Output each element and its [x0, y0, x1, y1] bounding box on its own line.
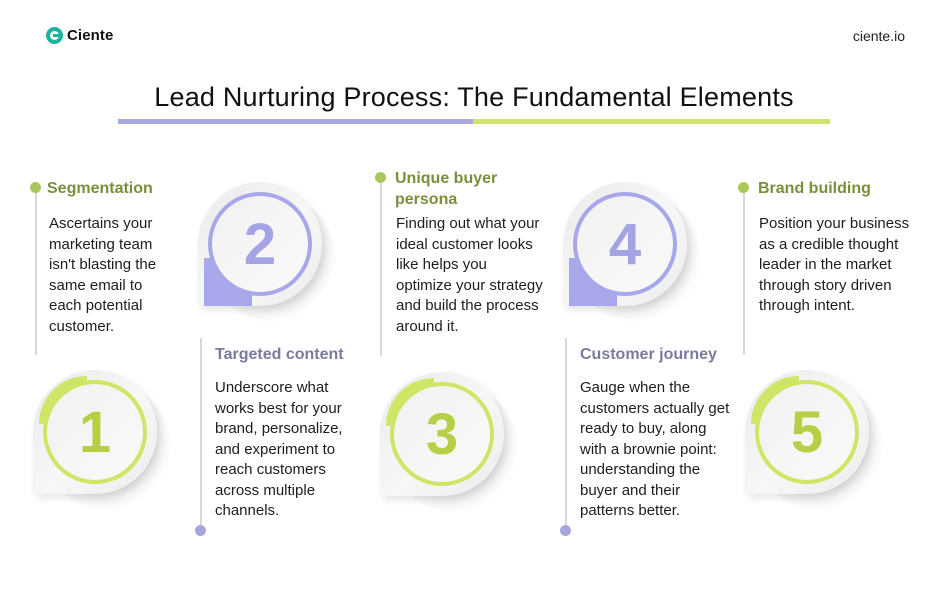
step-2-description: Underscore what works best for your bran… — [215, 379, 343, 519]
step-1-heading: Segmentation — [47, 180, 153, 197]
ciente-logo: Ciente — [46, 27, 113, 44]
step-5-connector-line — [743, 189, 745, 355]
step-4-dot-icon — [560, 525, 571, 536]
step-5-dot-icon — [738, 182, 749, 193]
site-url: ciente.io — [852, 28, 905, 44]
step-1-description: Ascertains your marketing team isn't bla… — [49, 215, 157, 335]
step-2-connector-line — [200, 338, 202, 528]
step-2-number: 2 — [243, 211, 277, 277]
step-1-dot-icon — [30, 182, 41, 193]
page-title: Lead Nurturing Process: The Fundamental … — [154, 82, 794, 112]
step-4-heading: Customer journey — [580, 346, 717, 363]
step-3-heading: Unique buyer persona — [395, 170, 498, 208]
step-2-dot-icon — [195, 525, 206, 536]
title-underline-purple — [118, 119, 473, 124]
step-3-connector-line — [380, 178, 382, 356]
step-4-number: 4 — [608, 211, 642, 277]
step-5-badge: 5 — [745, 370, 883, 510]
logo-text: Ciente — [67, 27, 114, 44]
step-4-description: Gauge when the customers actually get re… — [580, 379, 730, 519]
step-2-badge: 2 — [198, 182, 336, 322]
step-4-badge: 4 — [563, 182, 701, 322]
step-3-number: 3 — [425, 401, 459, 467]
step-2-heading: Targeted content — [215, 346, 344, 363]
ciente-logo-icon — [46, 27, 63, 44]
step-4-connector-line — [565, 338, 567, 528]
step-5-heading: Brand building — [758, 180, 871, 197]
step-1-number: 1 — [78, 399, 112, 465]
step-1-badge: 1 — [33, 370, 171, 510]
step-3-dot-icon — [375, 172, 386, 183]
step-3-description: Finding out what your ideal customer loo… — [396, 215, 543, 335]
step-5-description: Position your business as a credible tho… — [759, 215, 910, 314]
step-3-badge: 3 — [380, 372, 518, 512]
title-underline-green — [473, 119, 830, 124]
step-1-connector-line — [35, 189, 37, 355]
step-5-number: 5 — [790, 399, 824, 465]
